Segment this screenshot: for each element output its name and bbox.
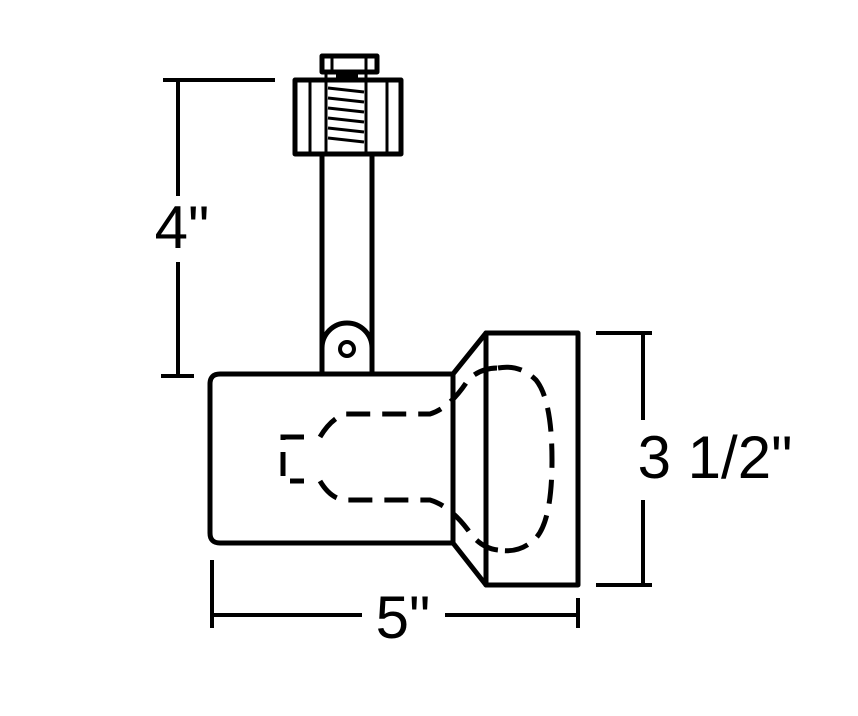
pivot-screw-hole xyxy=(338,340,356,358)
stem xyxy=(319,154,375,372)
adapter-screw xyxy=(324,70,368,156)
adapter-nut xyxy=(319,53,380,75)
head-height-dimension xyxy=(596,331,652,587)
bulb-base xyxy=(280,434,304,484)
width-dimension-label: 5" xyxy=(376,584,431,651)
track-adapter xyxy=(292,53,404,157)
height-dimension xyxy=(161,78,275,378)
screw-threads xyxy=(327,86,365,144)
head-height-dimension-label: 3 1/2" xyxy=(638,424,793,491)
width-dimension xyxy=(210,560,580,628)
bulb-dome xyxy=(497,364,555,554)
lamp-head xyxy=(207,330,581,588)
bulb-lower-outline xyxy=(317,479,499,553)
height-dimension-label: 4" xyxy=(155,194,210,261)
pivot-knuckle xyxy=(319,320,375,372)
lamp-bezel xyxy=(483,330,581,588)
bulb-upper-outline xyxy=(317,365,499,439)
hidden-bulb xyxy=(280,364,555,554)
lamp-can xyxy=(207,371,453,546)
